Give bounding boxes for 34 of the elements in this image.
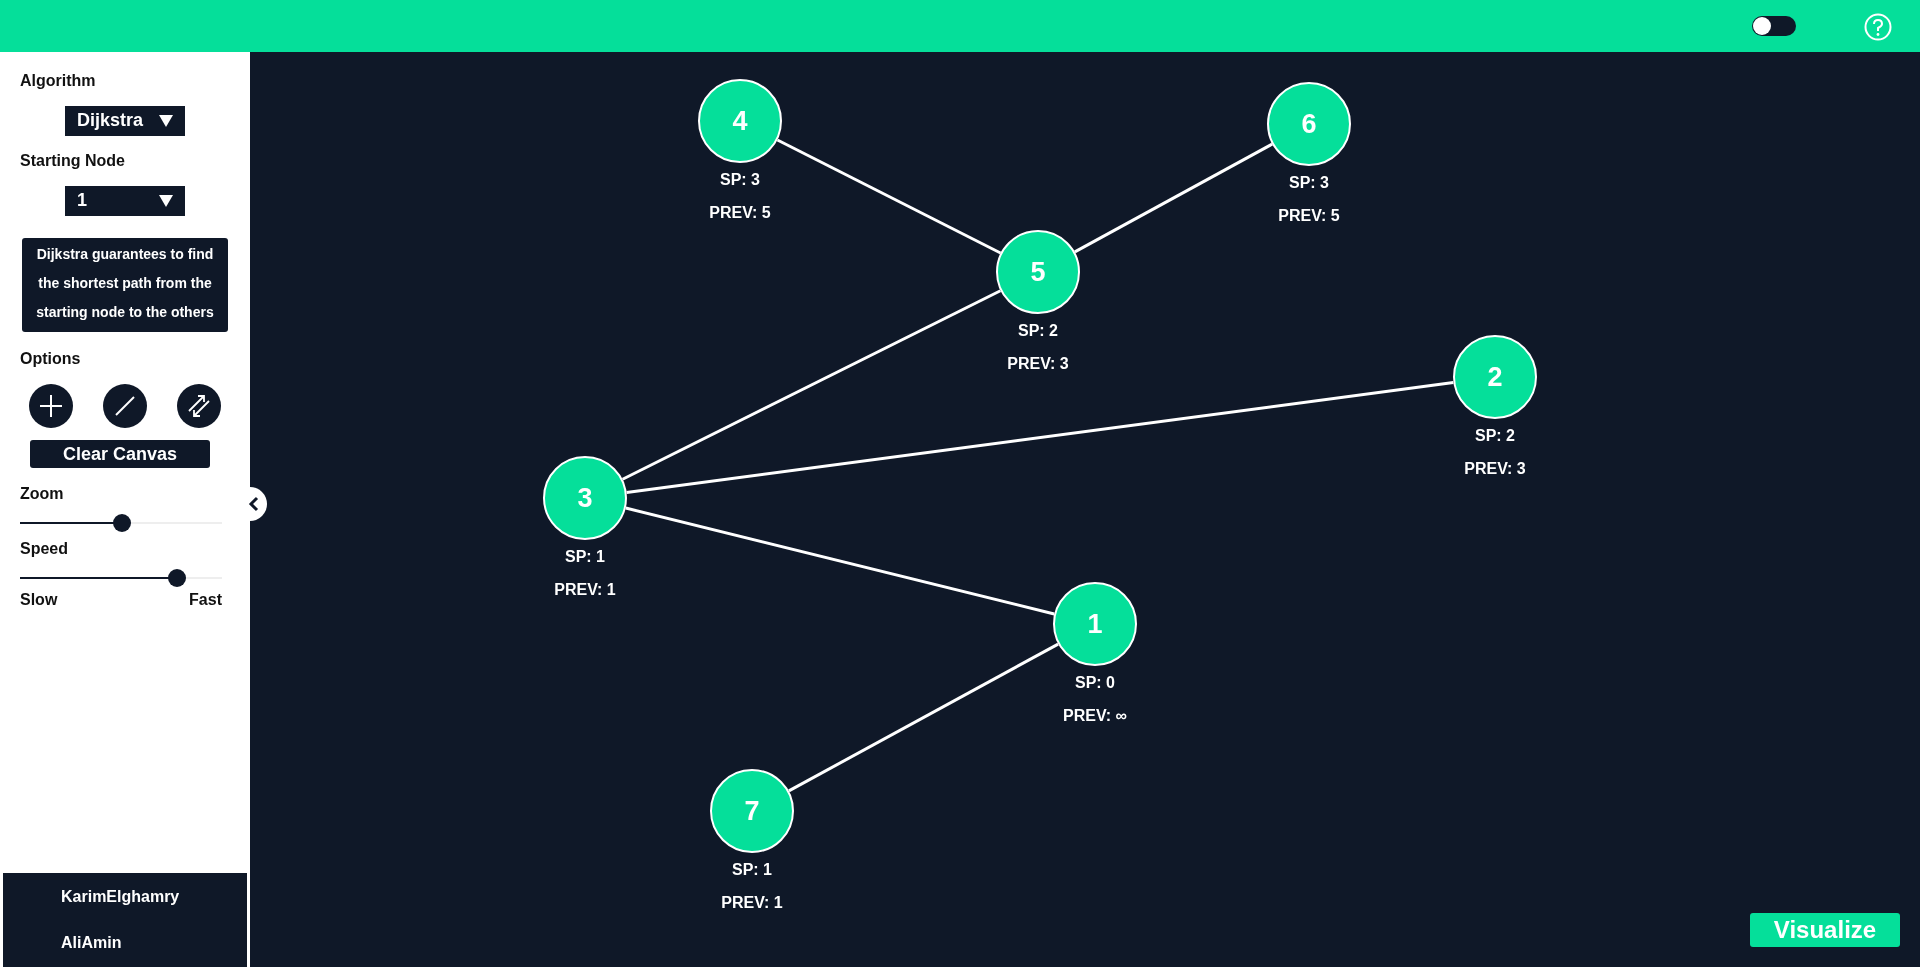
edge-line: [626, 381, 1454, 494]
node-label: SP: 0: [1075, 674, 1115, 692]
node-label: PREV: 3: [1464, 460, 1526, 478]
node-label: SP: 2: [1475, 427, 1515, 445]
visualize-button: Visualize: [1750, 913, 1900, 947]
clear-canvas-button: Clear Canvas: [30, 440, 210, 468]
node-label: PREV: 1: [554, 581, 616, 599]
node-label: PREV: 1: [721, 894, 783, 912]
node-label: PREV: 3: [1007, 355, 1069, 373]
node-label: SP: 1: [565, 548, 605, 566]
slider-min-label: Slow: [20, 591, 58, 609]
edge-line: [625, 506, 1055, 616]
edge-line: [621, 289, 1002, 481]
edge-line: [776, 138, 1002, 255]
node-label: SP: 2: [1018, 322, 1058, 340]
node-label: PREV: ∞: [1063, 707, 1127, 725]
slider-max-label: Fast: [189, 591, 222, 609]
node-label: PREV: 5: [709, 204, 771, 222]
section-label: Algorithm: [20, 72, 96, 90]
author-name: KarimElghamry: [61, 888, 180, 906]
node-label: PREV: 5: [1278, 207, 1340, 225]
section-label: Starting Node: [20, 152, 125, 170]
node-label: SP: 3: [720, 171, 760, 189]
edge-line: [1074, 142, 1273, 254]
author-name: AliAmin: [61, 934, 122, 952]
node-label: SP: 3: [1289, 174, 1329, 192]
start-node-dropdown: 1: [65, 186, 185, 216]
description-box: Dijkstra guarantees to find the shortest path from the starting node to the others: [22, 238, 228, 332]
section-label: Options: [20, 350, 81, 368]
slider-label: Speed: [20, 540, 68, 558]
node-label: SP: 1: [732, 861, 772, 879]
edge-line: [788, 642, 1059, 793]
algorithm-dropdown: Dijkstra: [65, 106, 185, 136]
slider-label: Zoom: [20, 485, 64, 503]
